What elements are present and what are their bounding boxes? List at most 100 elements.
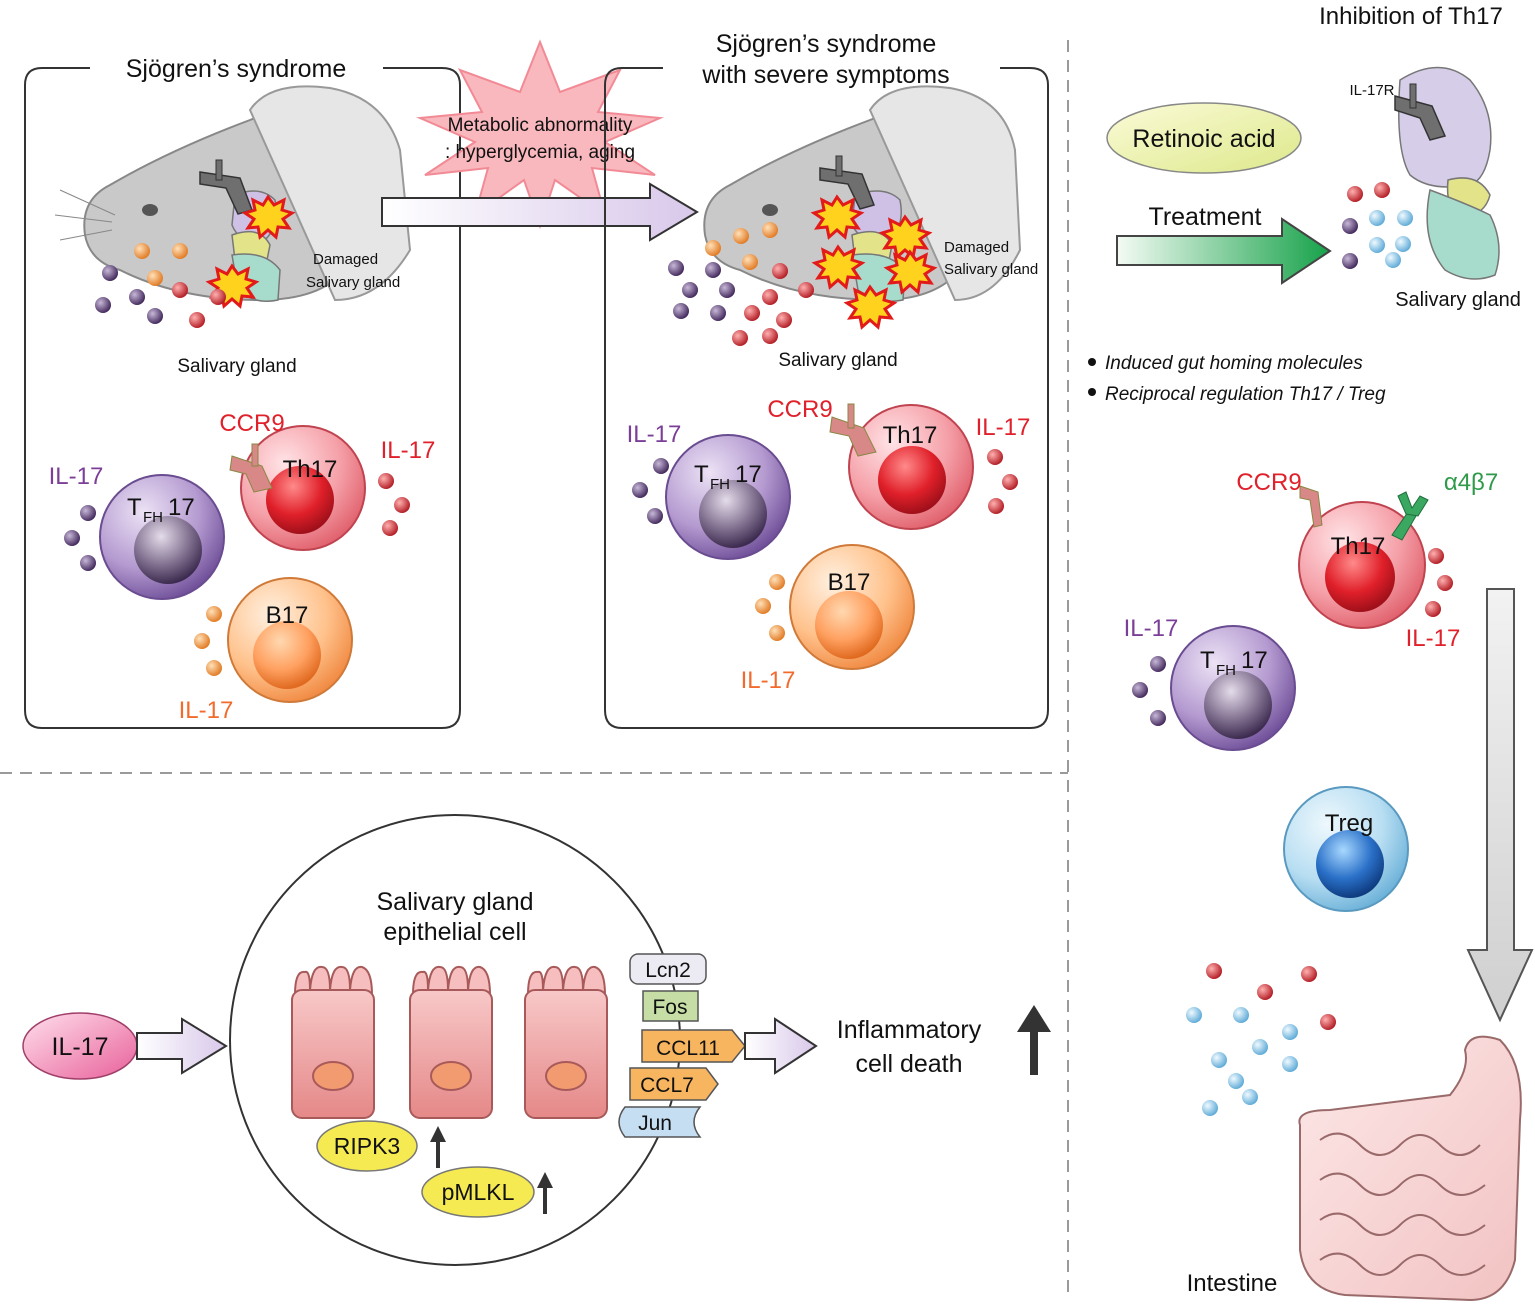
tfh17-gut-dots	[1132, 656, 1166, 726]
intestine-label: Intestine	[1187, 1270, 1278, 1297]
epithelial-cell-2	[409, 965, 493, 1119]
trigger-line2: : hyperglycemia, aging	[445, 142, 635, 163]
cytokine-cloud	[1186, 963, 1336, 1116]
result-line1: Inflammatory	[837, 1016, 982, 1044]
tfh17-severe-dots	[632, 458, 669, 524]
panel-c-ccr9: CCR9	[1236, 469, 1301, 496]
panel-b-title-line1: Sjögren’s syndrome	[716, 30, 936, 58]
il17-arrow	[136, 1017, 228, 1075]
panel-b-bracket	[604, 67, 1049, 729]
panel-b-tfh-t: T	[694, 461, 709, 488]
gene-ccl11: CCL11	[656, 1037, 720, 1060]
panel-b-title-line2: with severe symptoms	[701, 61, 949, 89]
gene-tags: Lcn2 Fos CCL11 CCL7 Jun	[618, 953, 746, 1138]
trigger-line1: Metabolic abnormality	[448, 115, 633, 136]
panel-a-tfh-num: 17	[168, 494, 195, 521]
panel-c-salivary-label: Salivary gland	[1395, 289, 1521, 311]
b17-cell: B17	[227, 577, 353, 703]
panel-a-ccr9: CCR9	[219, 410, 284, 437]
metabolic-trigger: Metabolic abnormality : hyperglycemia, a…	[381, 39, 699, 242]
tfh17-cell-severe: T FH 17	[665, 434, 791, 560]
panel-b: Sjögren’s syndrome with severe symptoms …	[604, 30, 1049, 729]
treated-cells	[1342, 182, 1413, 269]
pmlkl-label: pMLKL	[442, 1179, 515, 1205]
panel-a-il17-b17: IL-17	[179, 697, 234, 724]
gene-tag-ccl11	[641, 1029, 746, 1063]
panel-a: Sjögren’s syndrome Damaged Salivary glan…	[24, 55, 461, 729]
gene-ccl7: CCL7	[640, 1074, 694, 1097]
treg-label: Treg	[1325, 810, 1373, 837]
cell-title-line1: Salivary gland	[376, 888, 533, 916]
panel-b-tfh-num: 17	[735, 461, 762, 488]
panel-c-il17-th17: IL-17	[1406, 625, 1461, 652]
gene-lcn2: Lcn2	[645, 959, 691, 982]
isolated-salivary-gland	[1394, 66, 1500, 280]
panel-c-il17r: IL-17R	[1349, 82, 1394, 99]
treg-cell: Treg	[1283, 786, 1409, 912]
treatment-arrow	[1116, 217, 1332, 285]
ripk3-pill	[316, 1120, 418, 1172]
bullet-dot-2	[1088, 388, 1096, 396]
panel-b-il17-tfh: IL-17	[627, 421, 682, 448]
pmlkl-up-arrow-icon	[537, 1172, 553, 1214]
panel-b-salivary-label: Salivary gland	[778, 350, 897, 371]
th17-cell-severe: Th17	[829, 403, 974, 530]
panel-a-bracket	[24, 67, 461, 729]
th17-severe-dots	[987, 449, 1018, 514]
tfh17-cell-gut: T FH 17	[1170, 625, 1296, 751]
panel-c-il17-tfh: IL-17	[1124, 615, 1179, 642]
b17-cell-severe: B17	[789, 544, 915, 670]
th17-cell: Th17	[229, 425, 366, 551]
panel-c-tfh-num: 17	[1241, 647, 1268, 674]
panel-a-tfh-t: T	[127, 494, 142, 521]
bullet-2: Reciprocal regulation Th17 / Treg	[1105, 384, 1386, 405]
panel-d-il17: IL-17	[52, 1033, 109, 1061]
panel-a-tfh-sub: FH	[143, 509, 163, 526]
gene-fos: Fos	[652, 996, 687, 1019]
panel-b-th17-label: Th17	[883, 422, 938, 449]
intestine-illustration	[1298, 1035, 1522, 1302]
panel-c-th17-label: Th17	[1331, 533, 1386, 560]
bullet-1: Induced gut homing molecules	[1105, 353, 1363, 374]
b17-severe-dots	[755, 574, 785, 641]
gene-tag-ccl7	[629, 1067, 719, 1101]
th17-secreted-dots	[378, 473, 410, 536]
panel-a-b17-label: B17	[266, 602, 309, 629]
b17-secreted-dots	[194, 606, 222, 676]
progression-arrow	[381, 182, 699, 242]
infiltrating-cells	[95, 243, 226, 328]
epithelial-cell-3	[524, 965, 608, 1119]
ripk3-label: RIPK3	[334, 1133, 400, 1159]
panel-a-damaged-line1: Damaged	[313, 251, 378, 268]
ripk3-up-arrow-icon	[430, 1126, 446, 1168]
gene-jun: Jun	[638, 1112, 672, 1135]
salivary-gland	[199, 159, 296, 309]
retinoic-acid-pill	[1106, 102, 1302, 174]
damage-bursts-severe	[810, 194, 938, 330]
panel-b-damaged-line2: Salivary gland	[944, 261, 1038, 278]
panel-d: IL-17 Salivary gland epithelial cell	[22, 814, 1051, 1266]
epithelial-cell-1	[291, 965, 375, 1119]
bullet-dot-1	[1088, 358, 1096, 366]
th17-gut-dots	[1425, 548, 1453, 617]
treatment-label: Treatment	[1148, 203, 1261, 231]
retinoic-acid-label: Retinoic acid	[1132, 125, 1275, 153]
panel-b-damaged-line1: Damaged	[944, 239, 1009, 256]
panel-a-damaged-line2: Salivary gland	[306, 274, 400, 291]
epithelial-cells	[291, 965, 608, 1119]
gene-tag-jun	[618, 1106, 702, 1138]
panel-b-b17-label: B17	[828, 569, 871, 596]
panel-a-title: Sjögren’s syndrome	[126, 55, 346, 83]
panel-b-ccr9: CCR9	[767, 396, 832, 423]
pmlkl-pill	[421, 1166, 535, 1218]
salivary-gland-severe	[810, 155, 938, 330]
panel-b-il17-b17: IL-17	[741, 667, 796, 694]
cell-title-line2: epithelial cell	[383, 918, 526, 946]
panel-a-th17-label: Th17	[283, 456, 338, 483]
panel-c-a4b7: α4β7	[1444, 469, 1498, 496]
panel-c-tfh-t: T	[1200, 647, 1215, 674]
gene-tag-fos	[642, 990, 699, 1022]
panel-a-il17-th17: IL-17	[381, 437, 436, 464]
